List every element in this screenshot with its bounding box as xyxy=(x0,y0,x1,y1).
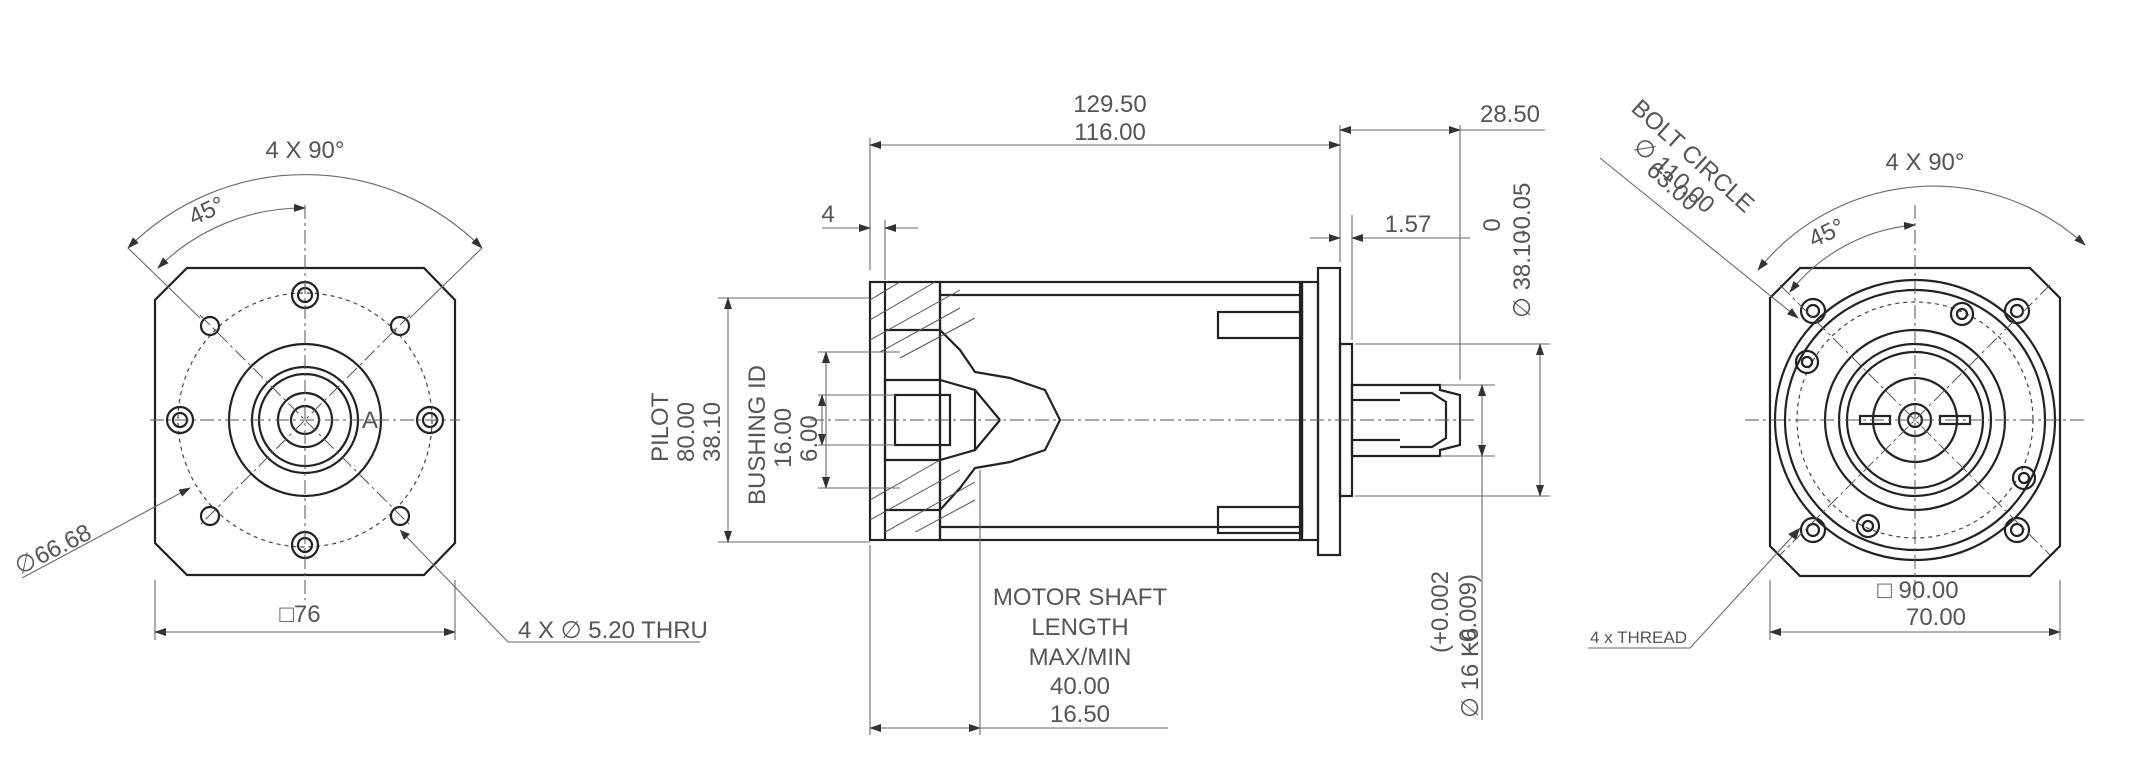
rear-thread-label: 4 x THREAD xyxy=(1590,628,1687,647)
side-shaft-fit: ∅ 16 K6 xyxy=(1457,628,1484,718)
side-motor-shaft-line-b: LENGTH xyxy=(1031,614,1128,641)
side-shaft-fit-lower: -0.009) xyxy=(1455,574,1482,650)
side-view: 129.50 116.00 4 28.50 1.57 ∅ 38.10 0 -0.… xyxy=(647,91,1550,735)
side-pilot-tol-lower: -0.05 xyxy=(1509,183,1536,238)
rear-thread-leader xyxy=(1588,527,1801,649)
side-shaft-shoulder: 1.57 xyxy=(1385,211,1432,238)
rear-view: 4 X 90° 45° BOLT CIRCLE ∅ 110.00 63.00 4… xyxy=(1588,94,2086,649)
side-flange-offset: 4 xyxy=(821,201,834,228)
side-stud-top xyxy=(1216,310,1304,340)
side-shaft-fit-upper: (+0.002 xyxy=(1427,571,1454,653)
side-section-internals xyxy=(870,282,1062,532)
front-diameter-leader xyxy=(21,487,191,579)
side-output-shaft xyxy=(1350,383,1462,458)
side-overall-length-1: 129.50 xyxy=(1073,91,1146,118)
side-motor-shaft-line-a: MOTOR SHAFT xyxy=(993,584,1168,611)
side-bushing-value-1: 16.00 xyxy=(770,408,797,468)
front-thru-leader xyxy=(399,529,700,643)
side-bushing-label: BUSHING ID xyxy=(744,365,771,505)
rear-mount-holes xyxy=(1799,297,2031,544)
front-diameter-value: 66.68 xyxy=(30,519,96,570)
side-bushing-value-2: 6.00 xyxy=(796,415,823,462)
rear-square-value-1: □ 90.00 xyxy=(1877,577,1958,604)
rear-square-value-2: 70.00 xyxy=(1906,604,1966,631)
side-pilot-value-1: 80.00 xyxy=(673,402,700,462)
side-motor-shaft-line-d: 40.00 xyxy=(1050,673,1110,700)
side-shaft-length: 28.50 xyxy=(1480,101,1540,128)
rear-thread-holes xyxy=(1794,301,2037,539)
front-datum-label: A xyxy=(362,407,378,434)
front-square-size: □76 xyxy=(279,601,320,628)
side-motor-shaft-line-c: MAX/MIN xyxy=(1029,644,1132,671)
front-view: 4 X 90° 45° A ∅ 66.68 □76 4 X ∅ 5.20 THR… xyxy=(10,137,707,644)
side-stud-bottom xyxy=(1216,505,1304,535)
side-pilot-tol-upper: 0 xyxy=(1479,218,1506,231)
front-angle-half: 45° xyxy=(185,191,229,231)
rear-bolt-circle-leader xyxy=(1599,157,1799,319)
side-flange xyxy=(1316,266,1342,557)
front-angle-total: 4 X 90° xyxy=(266,137,345,164)
front-hole-callout: 4 X ∅ 5.20 THRU xyxy=(518,617,708,644)
side-pilot-value-2: 38.10 xyxy=(699,402,726,462)
side-pilot-diameter: ∅ 38.10 xyxy=(1509,230,1536,318)
front-thru-holes xyxy=(199,315,411,527)
side-overall-length-2: 116.00 xyxy=(1074,119,1146,146)
front-half-angle-arc xyxy=(157,203,306,269)
front-body-outline xyxy=(153,266,457,577)
rear-angle-total: 4 X 90° xyxy=(1886,149,1965,176)
rear-half-angle-arc xyxy=(1789,221,1916,293)
rear-body-outline xyxy=(1768,266,2062,578)
side-main-body xyxy=(938,280,1304,542)
side-motor-shaft-line-e: 16.50 xyxy=(1050,701,1110,728)
side-pilot-label: PILOT xyxy=(647,392,674,462)
